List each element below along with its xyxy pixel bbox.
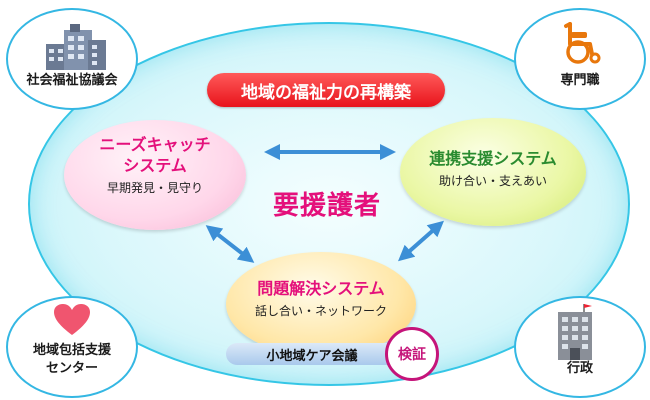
corner-professional: 専門職 bbox=[514, 8, 646, 110]
banner-title: 地域の福祉力の再構築 bbox=[207, 73, 445, 107]
building-icon bbox=[46, 24, 106, 70]
corner-council-label: 社会福祉協議会 bbox=[26, 73, 118, 88]
arrow-coop-problem bbox=[398, 220, 444, 262]
heart-icon bbox=[54, 304, 90, 335]
cooperation-sub: 助け合い・支えあい bbox=[438, 174, 547, 188]
small-area-meeting: 小地域ケア会議 bbox=[226, 343, 398, 365]
corner-center: 地域包括支援 センター bbox=[6, 296, 138, 398]
cooperation-title: 連携支援システム bbox=[429, 149, 557, 168]
problem-solving-system: 問題解決システム 話し合い・ネットワーク bbox=[226, 252, 416, 356]
corner-admin: 行政 bbox=[514, 296, 646, 398]
needs-catch-sub: 早期発見・見守り bbox=[106, 181, 203, 195]
needs-catch-title-1: ニーズキャッチ bbox=[99, 135, 211, 154]
problem-solving-sub: 話し合い・ネットワーク bbox=[254, 304, 387, 318]
corner-council: 社会福祉協議会 bbox=[6, 8, 138, 110]
wheelchair-icon bbox=[564, 22, 601, 64]
corner-professional-label: 専門職 bbox=[560, 73, 600, 88]
corner-admin-label: 行政 bbox=[566, 361, 593, 376]
needs-catch-title-2: システム bbox=[123, 156, 187, 175]
needs-catch-system: ニーズキャッチ システム 早期発見・見守り bbox=[64, 120, 246, 230]
problem-solving-title: 問題解決システム bbox=[257, 279, 385, 298]
center-label: 要援護者 bbox=[272, 191, 381, 221]
cooperation-support-system: 連携支援システム 助け合い・支えあい bbox=[400, 118, 586, 226]
corner-center-label-1: 地域包括支援 bbox=[32, 343, 111, 358]
office-building-icon bbox=[558, 304, 592, 360]
verification-seal: 検証 bbox=[385, 327, 439, 381]
arrow-needs-problem bbox=[205, 225, 255, 263]
corner-center-label-2: センター bbox=[45, 361, 98, 376]
